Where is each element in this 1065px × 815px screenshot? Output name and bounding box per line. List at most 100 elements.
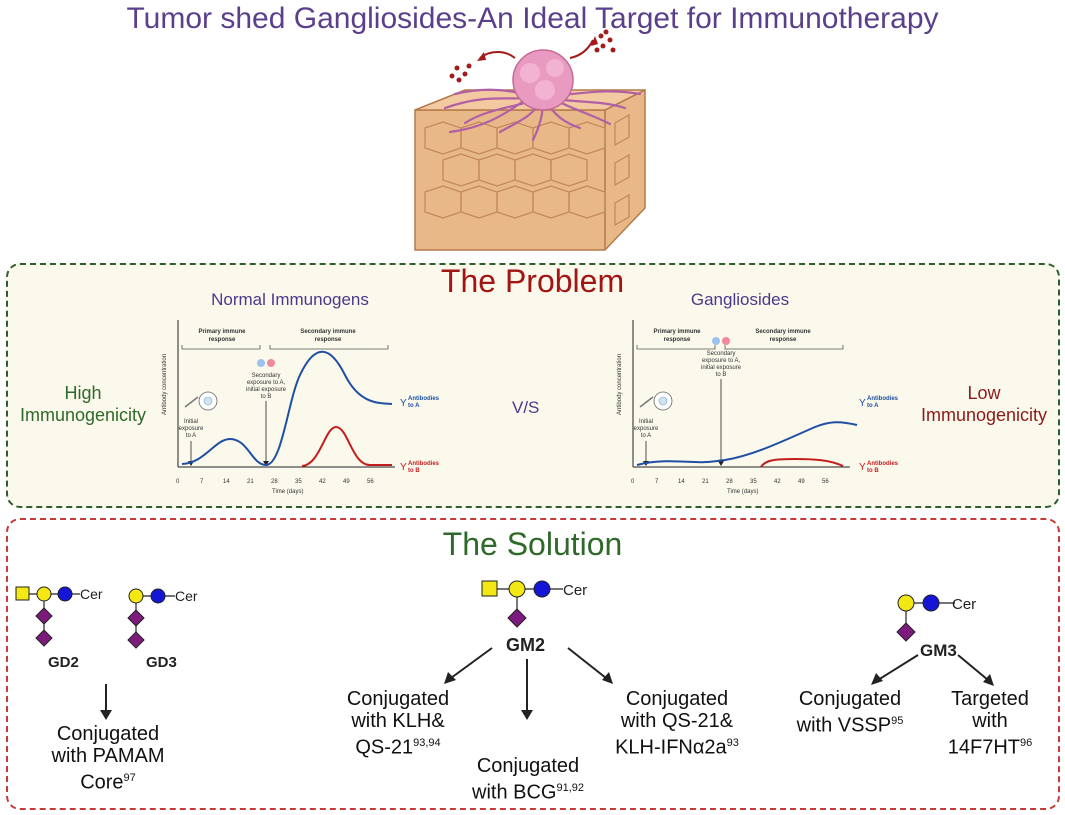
initial-3: to A bbox=[186, 433, 196, 439]
low-immunogenicity-label: Low Immunogenicity bbox=[908, 382, 1060, 426]
secondary-label-1: Secondary immune bbox=[300, 329, 356, 335]
secondary-exposure-2-right: exposure to A, bbox=[702, 358, 741, 364]
secondary-exposure-2: exposure to A, bbox=[247, 380, 286, 386]
vssp-line-1: Conjugated bbox=[798, 688, 902, 710]
gd2-structure bbox=[15, 586, 80, 647]
tick-0: 0 bbox=[176, 479, 180, 485]
antibodies-b-2: to B bbox=[408, 468, 420, 474]
y-axis-label: Antibody concentration bbox=[162, 354, 168, 415]
tick-42: 42 bbox=[319, 479, 326, 485]
initial-2: exposure bbox=[179, 426, 204, 432]
secondary-exposure-1-right: Secondary bbox=[707, 351, 736, 357]
problem-heading: The Problem bbox=[440, 263, 625, 299]
qs-line-3: KLH-IFNα2a93 bbox=[582, 732, 772, 759]
solution-heading: The Solution bbox=[442, 526, 623, 562]
gm3-structure bbox=[896, 594, 955, 642]
pamam-line-2: with PAMAM bbox=[51, 745, 165, 767]
gd3-structure bbox=[127, 588, 175, 649]
secondary-exposure-3: initial exposure bbox=[246, 387, 287, 393]
secondary-label-2-right: response bbox=[770, 337, 797, 343]
antibodies-b-2-right: to B bbox=[867, 468, 879, 474]
qs-line-1: Conjugated bbox=[625, 688, 729, 710]
antibody-b-icon-right: Y bbox=[859, 462, 866, 473]
gm2-label: GM2 bbox=[506, 635, 545, 655]
klh-line-2: with KLH& bbox=[351, 710, 445, 732]
gm3-cer-label: Cer bbox=[952, 596, 976, 613]
tick-7-right: 7 bbox=[655, 479, 659, 485]
antibodies-a-2-right: to A bbox=[867, 403, 879, 409]
gangliosides-title: Gangliosides bbox=[690, 290, 790, 309]
tick-56-right: 56 bbox=[822, 479, 829, 485]
klh-ref: 93,94 bbox=[413, 737, 441, 749]
tick-28-right: 28 bbox=[726, 479, 733, 485]
immunogenicity-label: Immunogenicity bbox=[19, 405, 147, 425]
high-immunogenicity-label: High Immunogenicity bbox=[8, 382, 158, 426]
primary-label-1: Primary immune bbox=[198, 329, 246, 335]
gm2-structure bbox=[481, 580, 563, 628]
x-axis-label: Time (days) bbox=[272, 489, 303, 495]
tick-35: 35 bbox=[295, 479, 302, 485]
antibodies-a-2: to A bbox=[408, 403, 420, 409]
pamam-ref: 97 bbox=[123, 772, 136, 784]
secondary-label-2: response bbox=[315, 337, 342, 343]
tumor-illustration bbox=[414, 29, 646, 251]
gm3-label: GM3 bbox=[920, 641, 957, 660]
immunogenicity-label-right: Immunogenicity bbox=[920, 405, 1048, 425]
tgt-line-2: with bbox=[972, 710, 1008, 732]
tgt-line-1: Targeted bbox=[951, 688, 1029, 710]
pamam-text: Conjugated with PAMAM Core97 bbox=[28, 723, 188, 794]
qs-line-2: with QS-21& bbox=[620, 710, 734, 732]
gd2-label: GD2 bbox=[48, 654, 79, 671]
tick-35-right: 35 bbox=[750, 479, 757, 485]
initial-3-right: to A bbox=[641, 433, 651, 439]
primary-label-1-right: Primary immune bbox=[653, 329, 701, 335]
primary-label-2: response bbox=[209, 337, 236, 343]
gd2-cer-label: Cer bbox=[80, 586, 103, 602]
bcg-with: with BCG bbox=[472, 781, 557, 804]
tick-21-right: 21 bbox=[702, 479, 709, 485]
bcg-line-2: with BCG91,92 bbox=[448, 777, 608, 804]
gm2-cer-label: Cer bbox=[563, 582, 587, 599]
antibodies-b-1-right: Antibodies bbox=[867, 461, 899, 467]
tick-14: 14 bbox=[223, 479, 230, 485]
initial-2-right: exposure bbox=[634, 426, 659, 432]
tick-42-right: 42 bbox=[774, 479, 781, 485]
pamam-line-3: Core97 bbox=[28, 767, 188, 794]
tgt-line-3: 14F7HT96 bbox=[930, 732, 1050, 759]
secondary-label-1-right: Secondary immune bbox=[755, 329, 811, 335]
qs-ref: 93 bbox=[726, 737, 739, 749]
tgt-14f7ht: 14F7HT bbox=[947, 736, 1020, 759]
tick-14-right: 14 bbox=[678, 479, 685, 485]
gd3-label: GD3 bbox=[146, 654, 177, 671]
klh-line-3: QS-2193,94 bbox=[318, 732, 478, 759]
solution-panel bbox=[6, 518, 1060, 810]
tick-56: 56 bbox=[367, 479, 374, 485]
tick-49: 49 bbox=[343, 479, 350, 485]
klh-line-1: Conjugated bbox=[346, 688, 450, 710]
antibodies-a-1-right: Antibodies bbox=[867, 396, 899, 402]
antibody-a-icon-right: Y bbox=[859, 398, 866, 409]
tick-49-right: 49 bbox=[798, 479, 805, 485]
high-label: High bbox=[64, 383, 102, 403]
primary-label-2-right: response bbox=[664, 337, 691, 343]
bcg-text: Conjugated with BCG91,92 bbox=[448, 755, 608, 804]
pamam-line-1: Conjugated bbox=[56, 723, 160, 745]
antibody-b-icon: Y bbox=[400, 462, 407, 473]
secondary-exposure-1: Secondary bbox=[252, 373, 281, 379]
antibodies-b-1: Antibodies bbox=[408, 461, 440, 467]
tick-7: 7 bbox=[200, 479, 204, 485]
x-axis-label-right: Time (days) bbox=[727, 489, 758, 495]
normal-immunogens-title: Normal Immunogens bbox=[211, 290, 369, 309]
pamam-core: Core bbox=[80, 771, 124, 794]
klh-text: Conjugated with KLH& QS-2193,94 bbox=[318, 688, 478, 759]
bcg-ref: 91,92 bbox=[556, 782, 584, 794]
gd3-cer-label: Cer bbox=[175, 588, 198, 604]
initial-1: Initial bbox=[184, 419, 198, 425]
antibody-a-icon: Y bbox=[400, 398, 407, 409]
tick-21: 21 bbox=[247, 479, 254, 485]
klh-qs21: QS-21 bbox=[355, 736, 414, 759]
page-title: Tumor shed Gangliosides-An Ideal Target … bbox=[126, 2, 939, 35]
antibodies-a-1: Antibodies bbox=[408, 396, 440, 402]
targeted-text: Targeted with 14F7HT96 bbox=[930, 688, 1050, 759]
vssp-ref: 95 bbox=[891, 715, 904, 727]
